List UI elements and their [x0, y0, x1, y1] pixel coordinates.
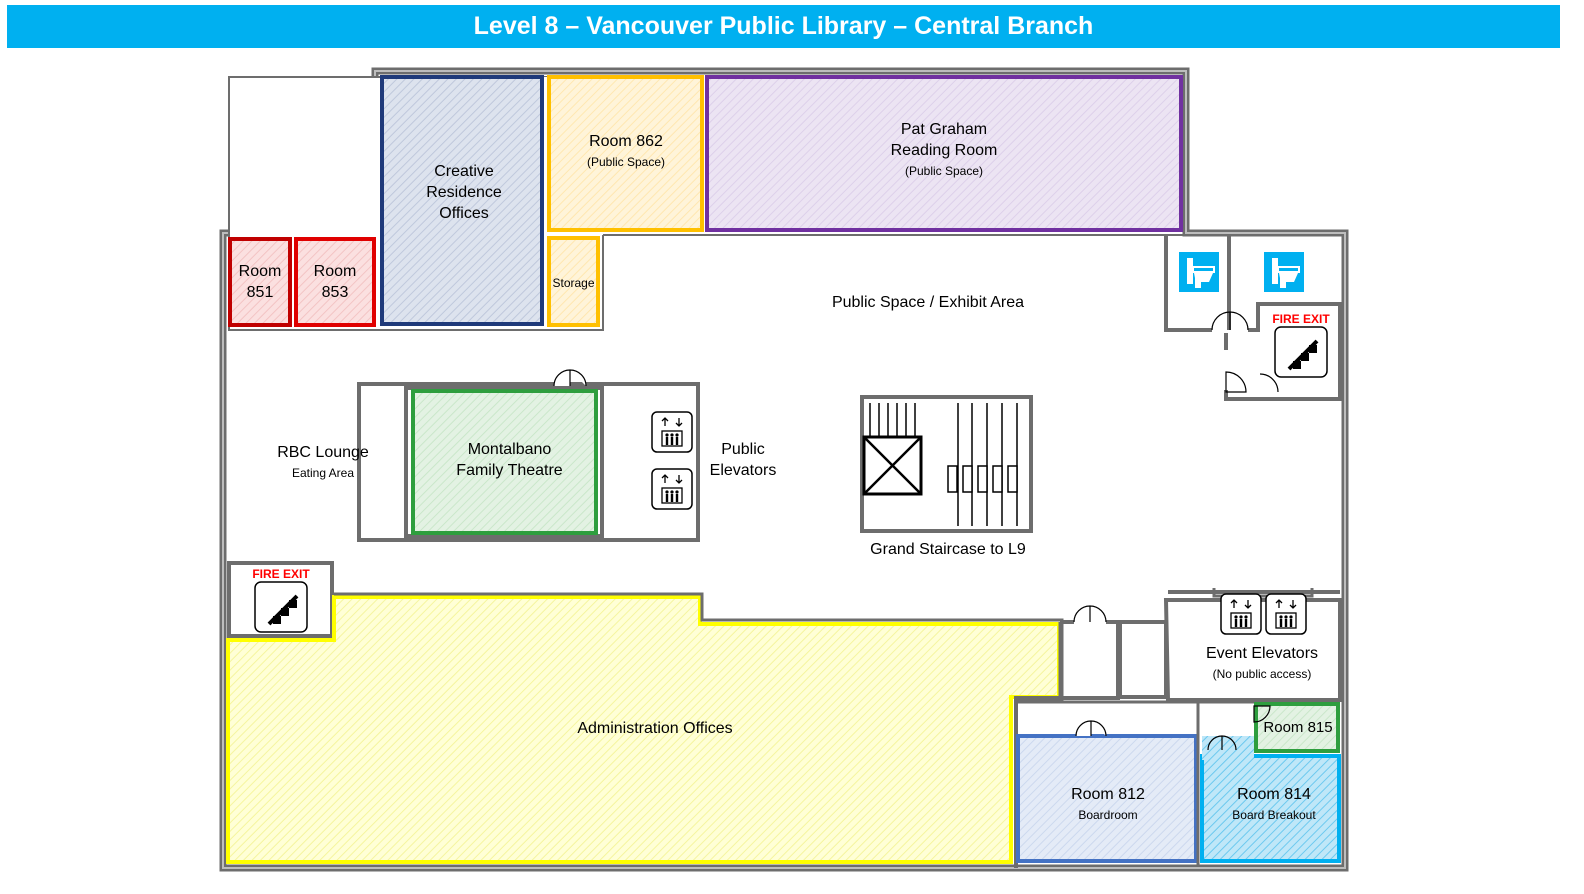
restroom-icon	[1264, 252, 1304, 292]
event-elevators-note: (No public access)	[1212, 667, 1312, 681]
room-862-note: (Public Space)	[586, 155, 666, 169]
public-elevators-line2: Elevators	[709, 462, 777, 479]
room-853-label: Room 853	[296, 261, 374, 303]
room-812-name: Room 812	[1071, 786, 1145, 803]
room-862	[547, 75, 704, 232]
admin-offices-label: Administration Offices	[577, 720, 733, 737]
room-851	[228, 237, 292, 327]
restroom-icon	[1179, 252, 1219, 292]
room-812-label: Room 812 Boardroom	[1020, 784, 1196, 825]
pat-graham-note: (Public Space)	[904, 164, 984, 178]
room-851-line2: 851	[246, 284, 274, 301]
theatre-line1: Montalbano	[467, 441, 552, 458]
room-814-label: Room 814 Board Breakout	[1204, 784, 1344, 825]
grand-staircase-label: Grand Staircase to L9	[870, 541, 1026, 558]
room-812-note: Boardroom	[1078, 808, 1138, 822]
pat-graham-label: Pat Graham Reading Room (Public Space)	[844, 119, 1044, 181]
elevator-icon	[1220, 593, 1262, 635]
room-853-line2: 853	[321, 284, 349, 301]
map-title: Level 8 – Vancouver Public Library – Cen…	[7, 5, 1560, 48]
elevator-icon	[651, 468, 693, 510]
rbc-lounge-name: RBC Lounge	[277, 444, 369, 461]
public-elevators-line1: Public	[721, 441, 765, 458]
creative-residence-label: Creative Residence Offices	[426, 163, 502, 222]
event-elevators-name: Event Elevators	[1205, 645, 1319, 662]
room-814	[1200, 754, 1341, 863]
room-814-name: Room 814	[1237, 786, 1311, 803]
elevator-icon	[1265, 593, 1307, 635]
montalbano-family-theatre	[411, 389, 598, 535]
storage-label: Storage	[552, 276, 595, 290]
room-814-note: Board Breakout	[1232, 808, 1316, 822]
room-862-name: Room 862	[589, 133, 663, 150]
public-elevators-label: Public Elevators	[700, 439, 786, 481]
room-853-line1: Room	[313, 263, 357, 280]
theatre-line2: Family Theatre	[456, 462, 563, 479]
event-elevators-label: Event Elevators (No public access)	[1190, 643, 1334, 684]
fire-stairs-icon	[1273, 325, 1329, 379]
room-815-label: Room 815	[1263, 719, 1333, 736]
pat-graham-line2: Reading Room	[890, 142, 998, 159]
fire-stairs-icon	[253, 580, 309, 634]
room-853	[294, 237, 376, 327]
creative-residence-offices	[380, 75, 544, 326]
rbc-lounge-note: Eating Area	[291, 466, 355, 480]
elevator-icon	[651, 411, 693, 453]
rbc-lounge-label: RBC Lounge Eating Area	[258, 442, 388, 483]
theatre-label: Montalbano Family Theatre	[413, 439, 606, 481]
administration-offices	[226, 595, 1061, 864]
room-815	[1254, 702, 1340, 753]
room-862-label: Room 862 (Public Space)	[560, 131, 692, 172]
room-851-label: Room 851	[230, 261, 290, 303]
grand-staircase	[860, 395, 1033, 533]
fire-exit-label-left: FIRE EXIT	[252, 567, 310, 581]
fire-exit-label-right: FIRE EXIT	[1272, 312, 1330, 326]
public-space-label: Public Space / Exhibit Area	[831, 294, 1025, 311]
pat-graham-reading-room	[705, 75, 1183, 232]
storage-room	[547, 236, 600, 327]
room-812	[1016, 734, 1198, 863]
pat-graham-line1: Pat Graham	[900, 121, 988, 138]
room-851-line1: Room	[238, 263, 282, 280]
